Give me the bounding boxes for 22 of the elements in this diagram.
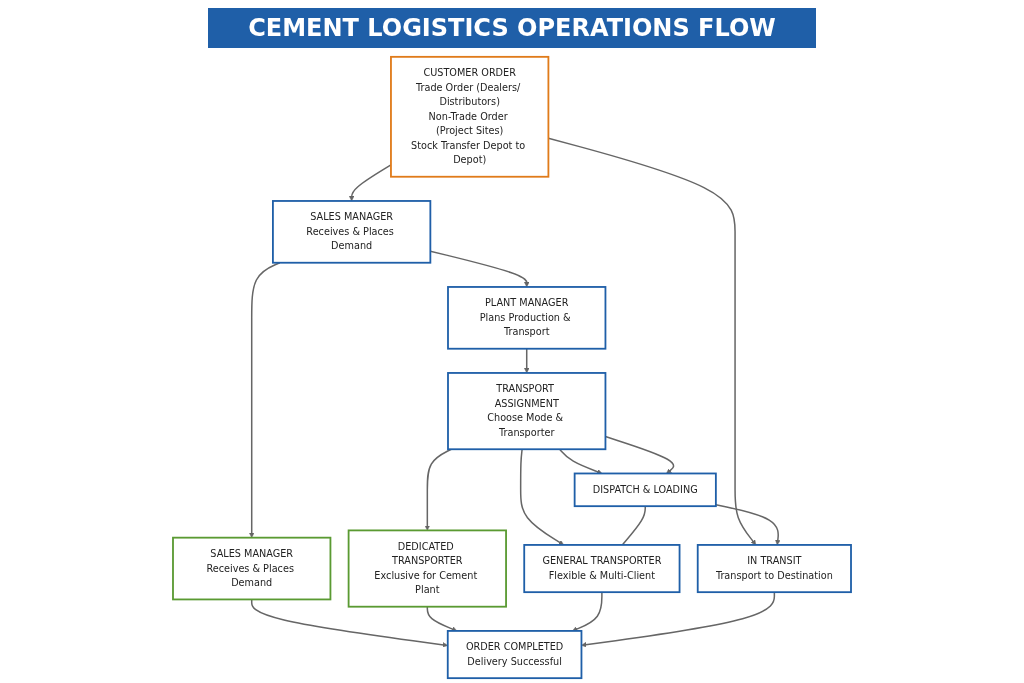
arrow [250,598,448,648]
connector [621,505,646,546]
arrow [558,448,603,475]
node-box: SALES MANAGER Receives & Places Demand [172,536,332,601]
arrow [581,591,776,648]
node-box: DEDICATED TRANSPORTER Exclusive for Cement Plant [347,529,507,608]
node-box: SALES MANAGER Receives & Places Demand [272,200,432,264]
node-box: TRANSPORT ASSIGNMENT Choose Mode & Transporter [447,372,607,451]
arrow [524,347,530,374]
arrow [519,448,564,546]
node-box: CUSTOMER ORDER Trade Order (Dealers/ Distributors) Non-Trade Order (Project Sites) Stock Transfer Depot to Depot) [390,55,550,178]
arrow [249,262,281,538]
arrow [426,605,458,632]
node-box: IN TRANSIT Transport to Destination [696,544,852,594]
node-box: ORDER COMPLETED Delivery Successful [446,630,583,680]
node-box: GENERAL TRANSPORTER Flexible & Multi-Client [523,544,681,594]
arrow [424,448,453,531]
title-banner: CEMENT LOGISTICS OPERATIONS FLOW [208,8,816,48]
arrow [572,591,603,632]
arrow [715,503,781,546]
node-box: DISPATCH & LOADING [573,472,717,508]
node-box: PLANT MANAGER Plans Production & Transport [447,286,607,350]
